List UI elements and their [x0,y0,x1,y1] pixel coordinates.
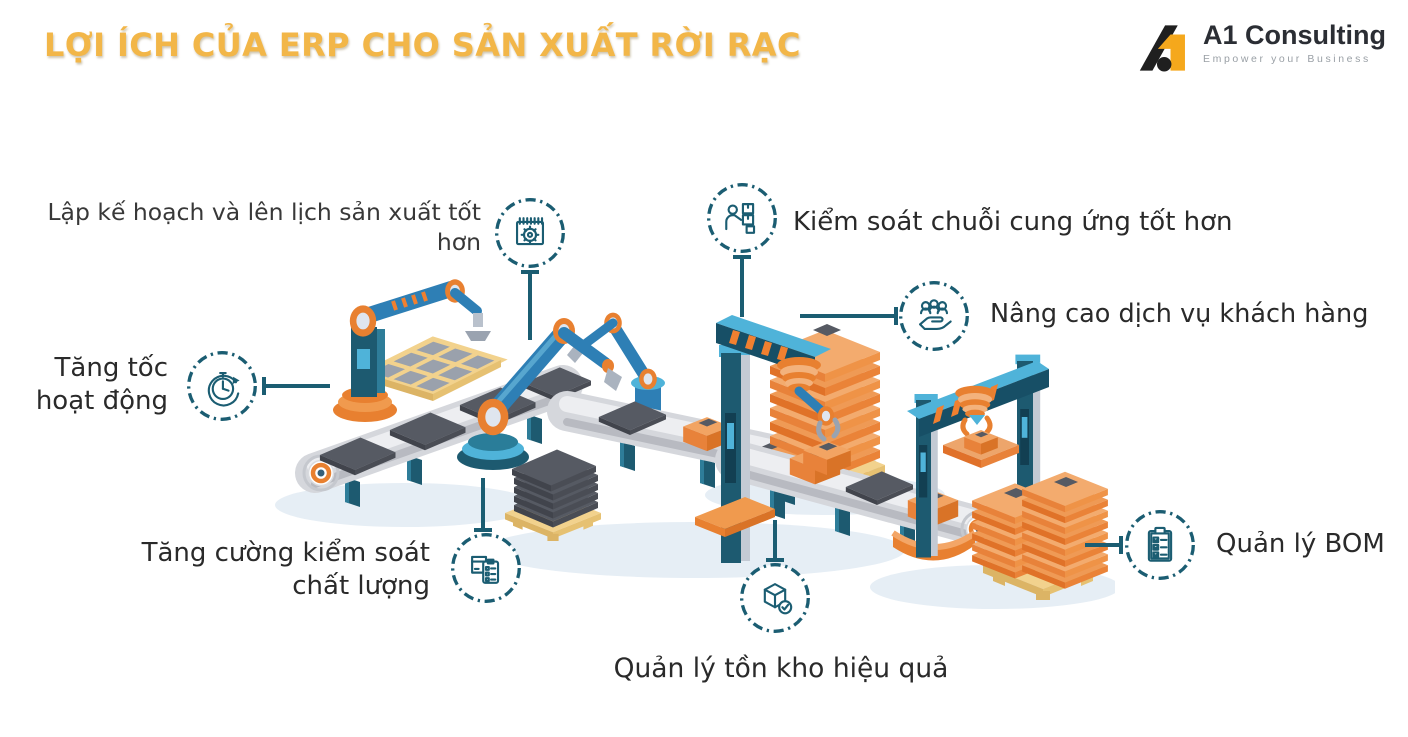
connector-line-inventory [773,520,777,560]
benefit-label-quality: Tăng cường kiểm soát chất lượng [100,537,430,603]
logo-tagline: Empower your Business [1203,53,1371,65]
gantry-crane-1 [716,315,851,563]
connector-cap [766,558,784,562]
benefit-ring-planning [493,196,567,270]
benefit-label-line: Tăng cường kiểm soát [141,538,430,568]
logo: A1 Consulting Empower your Business [1138,20,1386,76]
benefit-label-line: hơn [436,228,481,256]
connector-cap [1119,536,1123,554]
benefit-ring-inventory [738,561,812,635]
grid-pallet [358,336,508,401]
calendar-gear-icon [495,198,565,268]
benefit-label-planning: Lập kế hoạch và lên lịch sản xuất tốt hơ… [5,197,481,257]
benefit-label-line: chất lượng [292,571,430,601]
benefit-label-inventory: Quản lý tồn kho hiệu quả [613,653,949,684]
benefit-ring-supply-chain [705,181,779,255]
supply-chain-icon [707,183,777,253]
connector-cap [474,528,492,532]
benefit-label-customer-service: Nâng cao dịch vụ khách hàng [990,299,1369,329]
benefit-label-supply-chain: Kiểm soát chuỗi cung ứng tốt hơn [793,207,1233,237]
robot-arm-middle [457,318,622,470]
connector-line-speed [264,384,330,388]
benefit-ring-quality [449,531,523,605]
connector-cap [894,307,898,325]
connector-line-supply-chain [740,257,744,317]
benefit-label-line: Tăng tốc [54,353,168,383]
connector-cap [262,377,266,395]
benefit-label-line: hoạt động [35,386,168,416]
benefit-label-line: Lập kế hoạch và lên lịch sản xuất tốt [47,198,481,226]
orange-platform [695,497,775,537]
robot-arm-left [333,279,491,422]
benefit-label-bom: Quản lý BOM [1216,529,1385,559]
page-title: LỢI ÍCH CỦA ERP CHO SẢN XUẤT RỜI RẠC [44,26,801,64]
connector-line-bom [1085,543,1121,547]
brick-stack-2 [972,471,1108,600]
connector-line-customer-service [800,314,894,318]
customer-service-icon [899,281,969,351]
benefit-ring-bom [1123,508,1197,582]
inventory-box-icon [740,563,810,633]
connector-line-planning [528,272,532,340]
factory-illustration [275,279,1115,609]
bom-checklist-icon [1125,510,1195,580]
brick-stack-1 [765,324,885,500]
benefit-ring-customer-service [897,279,971,353]
benefit-label-speed: Tăng tốc hoạt động [0,352,168,418]
quality-control-icon [451,533,521,603]
logo-name: A1 Consulting [1203,20,1386,50]
connector-line-quality [481,478,485,530]
stopwatch-icon [187,351,257,421]
a1-logo-icon [1139,25,1185,72]
benefit-ring-speed [185,349,259,423]
gantry-crane-2 [891,354,1049,561]
